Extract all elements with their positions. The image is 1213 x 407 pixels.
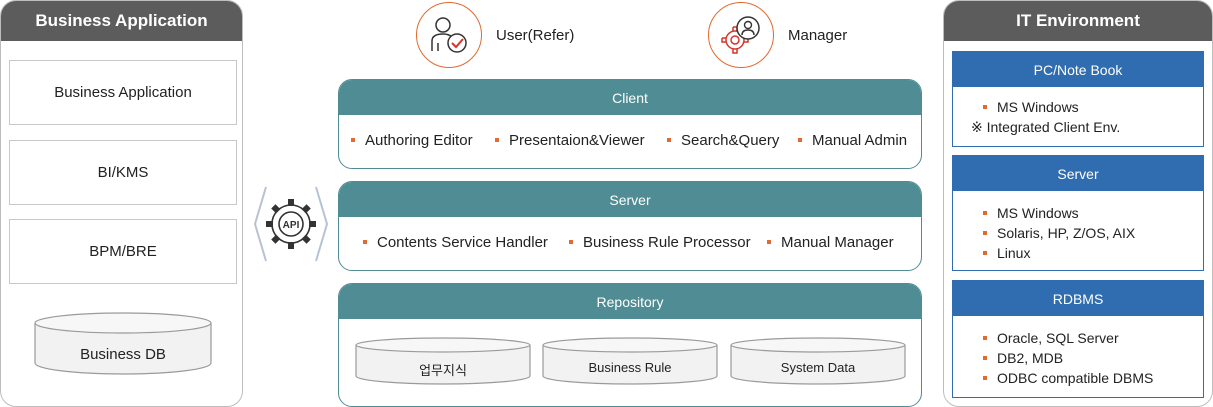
- pc-notebook-header: PC/Note Book: [953, 52, 1203, 87]
- bullet-icon: [983, 231, 987, 235]
- bullet-icon: [569, 240, 573, 244]
- it-environment-panel: IT Environment PC/Note Book MS Windows ※…: [943, 0, 1213, 407]
- business-db-label: Business DB: [80, 346, 166, 363]
- manager-gear-icon: [708, 2, 774, 68]
- server-tier-header: Server: [339, 182, 921, 217]
- server-item: Manual Manager: [767, 217, 894, 267]
- repo-db-cylinder: Business Rule: [542, 337, 718, 385]
- repo-db-cylinder: System Data: [730, 337, 906, 385]
- pc-notebook-box: PC/Note Book MS Windows ※ Integrated Cli…: [952, 51, 1204, 147]
- api-connector: API: [252, 183, 330, 265]
- repository-tier-header: Repository: [339, 284, 921, 319]
- server-tier: Server Contents Service Handler Business…: [338, 181, 922, 271]
- bullet-icon: [983, 105, 987, 109]
- rdbms-header: RDBMS: [953, 281, 1203, 316]
- it-server-item: MS Windows: [983, 203, 1203, 223]
- rdbms-item: ODBC compatible DBMS: [983, 368, 1203, 388]
- bullet-icon: [983, 251, 987, 255]
- server-item: Business Rule Processor: [569, 217, 751, 267]
- business-application-panel: Business Application Business Applicatio…: [0, 0, 243, 407]
- client-tier-header: Client: [339, 80, 921, 115]
- rdbms-item: DB2, MDB: [983, 348, 1203, 368]
- bullet-icon: [983, 336, 987, 340]
- it-server-item: Solaris, HP, Z/OS, AIX: [983, 223, 1203, 243]
- business-application-header: Business Application: [1, 1, 242, 41]
- database-icon: [730, 337, 906, 385]
- api-label: API: [283, 220, 300, 231]
- it-server-box: Server MS Windows Solaris, HP, Z/OS, AIX…: [952, 155, 1204, 271]
- database-icon: [34, 312, 212, 375]
- user-check-icon: [416, 2, 482, 68]
- bullet-icon: [351, 138, 355, 142]
- client-item: Authoring Editor: [351, 115, 473, 165]
- actor-manager: Manager: [708, 2, 847, 68]
- pc-item: MS Windows: [983, 97, 1203, 117]
- bi-kms-box: BI/KMS: [9, 140, 237, 205]
- client-item: Presentaion&Viewer: [495, 115, 645, 165]
- repository-tier: Repository 업무지식 Business Rule System Dat…: [338, 283, 922, 407]
- actor-user-refer: User(Refer): [416, 2, 574, 68]
- bullet-icon: [767, 240, 771, 244]
- bullet-icon: [798, 138, 802, 142]
- client-item: Manual Admin: [798, 115, 907, 165]
- bullet-icon: [667, 138, 671, 142]
- bullet-icon: [363, 240, 367, 244]
- client-item: Search&Query: [667, 115, 779, 165]
- it-environment-header: IT Environment: [944, 1, 1212, 41]
- business-db-cylinder: Business DB: [34, 312, 212, 376]
- bullet-icon: [983, 376, 987, 380]
- repo-db-cylinder: 업무지식: [355, 337, 531, 385]
- business-application-box: Business Application: [9, 60, 237, 125]
- server-item: Contents Service Handler: [363, 217, 548, 267]
- bullet-icon: [495, 138, 499, 142]
- bullet-icon: [983, 211, 987, 215]
- bullet-icon: [983, 356, 987, 360]
- rdbms-item: Oracle, SQL Server: [983, 328, 1203, 348]
- actor-user-label: User(Refer): [496, 26, 575, 44]
- bpm-bre-box: BPM/BRE: [9, 219, 237, 284]
- rdbms-box: RDBMS Oracle, SQL Server DB2, MDB ODBC c…: [952, 280, 1204, 398]
- pc-note: ※ Integrated Client Env.: [971, 119, 1121, 135]
- it-server-item: Linux: [983, 243, 1203, 263]
- it-server-header: Server: [953, 156, 1203, 191]
- database-icon: [355, 337, 531, 385]
- client-tier: Client Authoring Editor Presentaion&View…: [338, 79, 922, 169]
- database-icon: [542, 337, 718, 385]
- api-gear-icon: API: [253, 186, 329, 262]
- actor-manager-label: Manager: [788, 26, 848, 44]
